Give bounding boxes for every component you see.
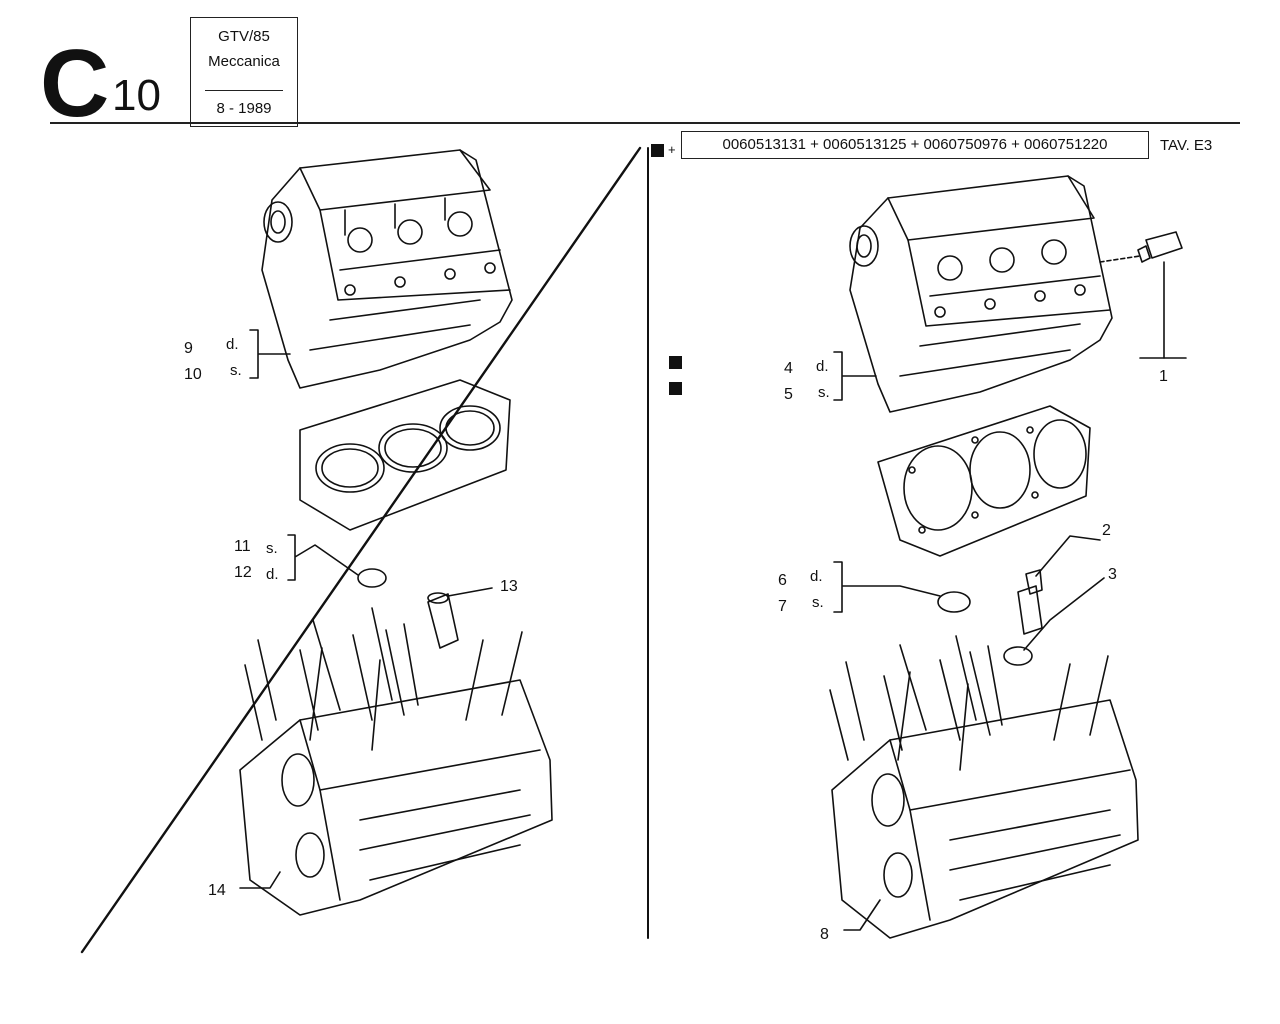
right-sensor-1 (1099, 231, 1187, 359)
left-head-gasket (299, 379, 511, 531)
right-part-2 (1017, 569, 1043, 635)
callout-right-side-d-lower: d. (810, 568, 823, 585)
section-letter: C (40, 30, 109, 137)
callout-right-side-d: d. (816, 358, 829, 375)
table-reference: TAV. E3 (1160, 137, 1213, 154)
leader-2 (1035, 535, 1101, 577)
header-rule (50, 122, 1240, 124)
callout-side-d: d. (226, 336, 239, 353)
plus-sign: + (668, 142, 676, 157)
title-divider (205, 90, 283, 91)
right-bracket-4-5 (833, 351, 877, 401)
left-sensor-13 (427, 592, 459, 649)
left-cylinder-head (261, 149, 513, 389)
callout-right-side-s: s. (818, 384, 830, 401)
right-head-gasket (877, 405, 1091, 557)
variant-marker-square-5 (669, 382, 682, 395)
callout-6: 6 (778, 572, 787, 589)
left-bracket-11-12 (287, 534, 359, 581)
variant-marker-square-4 (669, 356, 682, 369)
leader-14 (239, 871, 281, 889)
left-seal-ring (357, 568, 387, 588)
callout-4: 4 (784, 360, 793, 377)
right-bracket-6-7 (833, 561, 941, 613)
callout-9: 9 (184, 340, 193, 357)
callout-2: 2 (1102, 522, 1111, 539)
leader-3 (1023, 577, 1105, 651)
callout-14: 14 (208, 882, 226, 899)
category-label: Meccanica (208, 53, 280, 70)
model-label: GTV/85 (218, 28, 270, 45)
callout-5: 5 (784, 386, 793, 403)
section-number: 10 (112, 71, 161, 120)
date-label: 8 - 1989 (216, 100, 272, 117)
title-block: GTV/85 Meccanica 8 - 1989 (190, 17, 298, 127)
leader-8 (843, 899, 881, 931)
left-engine-block (239, 607, 553, 916)
callout-side-d-lower: d. (266, 566, 279, 583)
callout-7: 7 (778, 598, 787, 615)
callout-8: 8 (820, 926, 829, 943)
callout-right-side-s-lower: s. (812, 594, 824, 611)
right-seal-ring (937, 591, 971, 613)
right-cylinder-head (849, 175, 1113, 413)
callout-side-s-lower: s. (266, 540, 278, 557)
callout-3: 3 (1108, 566, 1117, 583)
right-engine-block (829, 635, 1139, 939)
callout-12: 12 (234, 564, 252, 581)
callout-1: 1 (1159, 368, 1168, 385)
variant-marker-square (651, 144, 664, 157)
callout-13: 13 (500, 578, 518, 595)
callout-10: 10 (184, 366, 202, 383)
diagonal-cross-line (80, 146, 642, 954)
right-part-3-ring (1003, 646, 1033, 666)
callout-side-s: s. (230, 362, 242, 379)
left-bracket-9-10 (249, 329, 291, 379)
leader-13 (447, 587, 493, 597)
part-number-box: 0060513131 + 0060513125 + 0060750976 + 0… (681, 131, 1149, 159)
callout-11: 11 (234, 538, 251, 555)
